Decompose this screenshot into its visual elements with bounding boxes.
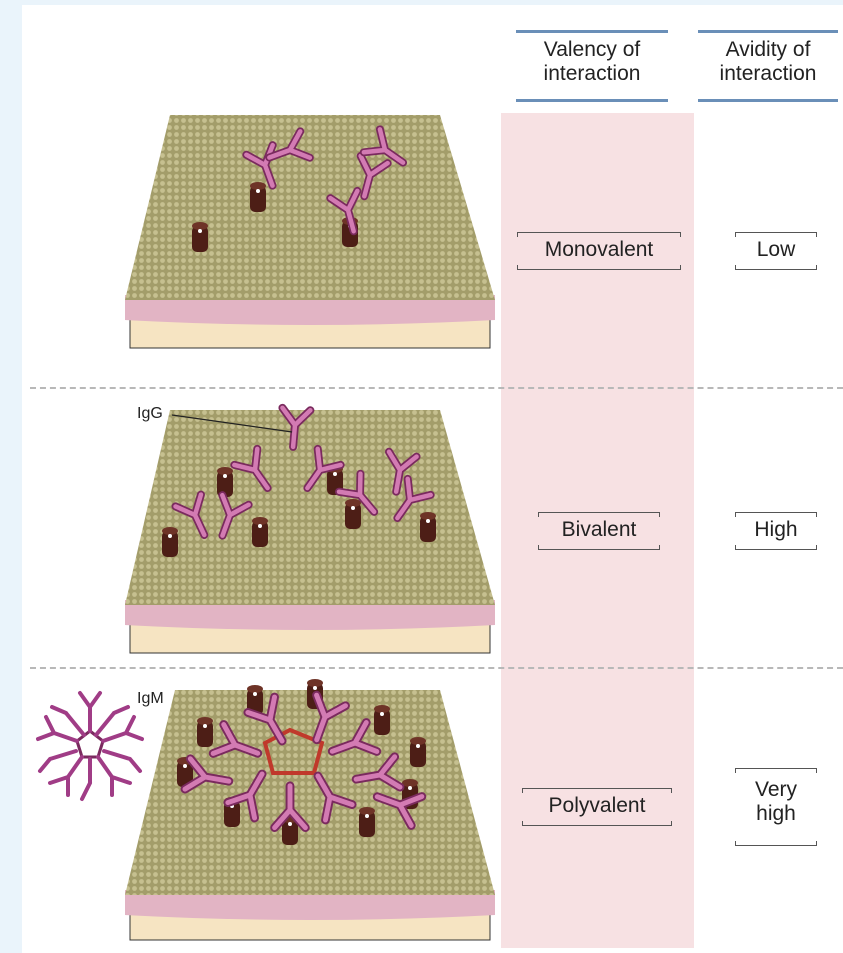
row-divider-2 (30, 667, 843, 669)
avidity-text-line2: high (743, 802, 809, 826)
avidity-header-line2: interaction (698, 62, 838, 86)
valency-header-line2: interaction (516, 62, 668, 86)
igm-pentamer-icon (25, 680, 155, 810)
avidity-label-high: High (735, 512, 817, 550)
valency-label-polyvalent: Polyvalent (522, 788, 672, 826)
igm-label: IgM (137, 690, 164, 708)
avidity-text: High (743, 518, 809, 542)
igg-leader-line (170, 410, 300, 440)
polyvalent-membrane-scene (110, 675, 500, 945)
row-divider-1 (30, 387, 843, 389)
avidity-text: Very (743, 778, 809, 802)
membrane-patch (125, 690, 495, 940)
avidity-label-low: Low (735, 232, 817, 270)
membrane-patch (125, 410, 495, 653)
valency-text: Bivalent (546, 518, 652, 542)
valency-label-monovalent: Monovalent (517, 232, 681, 270)
avidity-header-line1: Avidity of (698, 38, 838, 62)
valency-header: Valency of interaction (516, 30, 668, 102)
avidity-header: Avidity of interaction (698, 30, 838, 102)
bivalent-membrane-scene (110, 395, 500, 660)
membrane-patch (125, 115, 495, 348)
valency-text: Monovalent (525, 238, 673, 262)
valency-text: Polyvalent (530, 794, 664, 818)
valency-label-bivalent: Bivalent (538, 512, 660, 550)
igg-label: IgG (137, 405, 163, 423)
monovalent-membrane-scene (110, 110, 500, 360)
valency-header-line1: Valency of (516, 38, 668, 62)
avidity-text: Low (743, 238, 809, 262)
